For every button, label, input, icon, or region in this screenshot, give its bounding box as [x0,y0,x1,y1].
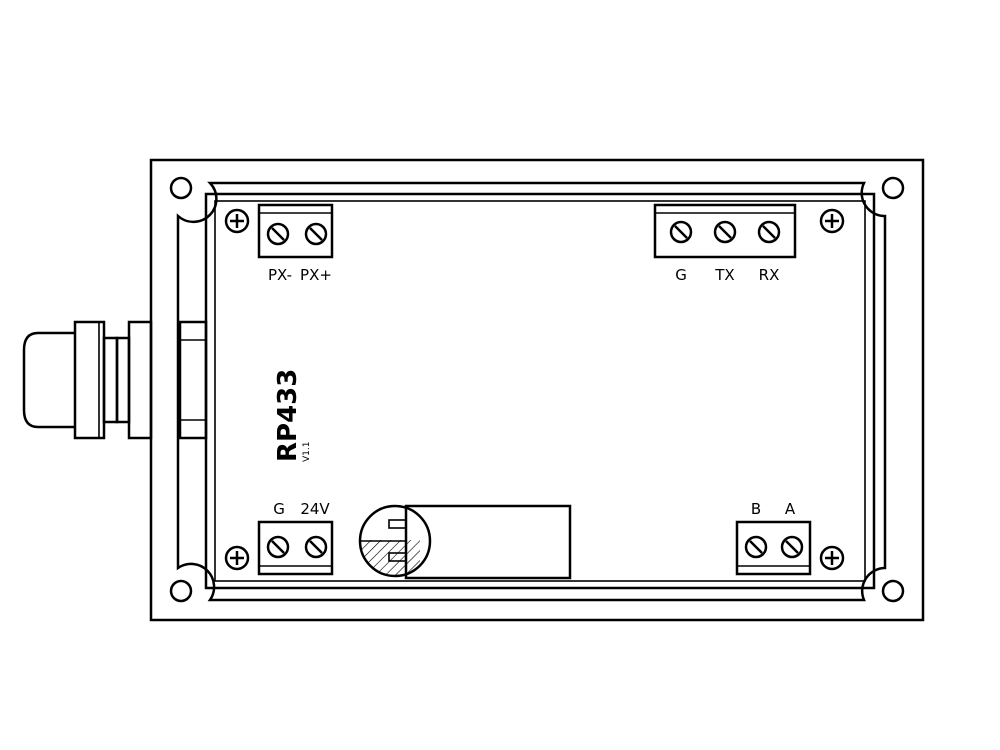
terminal-block-power [257,520,334,576]
mount-screw-icon [819,208,845,234]
terminal-label-g-power: G [273,500,285,518]
cable-gland [22,320,208,440]
corner-screw-icon [169,579,193,603]
terminal-label-24v: 24V [300,500,330,518]
board-title: RP433 [273,369,303,462]
terminal-label-px-minus: PX- [268,266,292,284]
antenna-component [358,504,572,580]
corner-screw-icon [881,579,905,603]
board-version: V1.1 [302,442,312,462]
screw-terminal-icon[interactable] [780,535,804,559]
screw-terminal-icon[interactable] [266,222,290,246]
mount-screw-icon [224,545,250,571]
screw-terminal-icon[interactable] [266,535,290,559]
screw-terminal-icon[interactable] [304,535,328,559]
enclosure-outline [149,158,925,622]
mount-screw-icon [819,545,845,571]
terminal-block-px [257,203,334,259]
screw-terminal-icon[interactable] [713,220,737,244]
terminal-label-g: G [675,266,687,284]
terminal-label-b: B [751,500,761,518]
screw-terminal-icon[interactable] [757,220,781,244]
screw-terminal-icon[interactable] [744,535,768,559]
screw-terminal-icon[interactable] [669,220,693,244]
terminal-label-a: A [785,500,796,518]
terminal-block-uart [653,203,797,259]
pcb-board [204,192,876,590]
terminal-label-rx: RX [759,266,780,284]
terminal-label-px-plus: PX+ [300,266,332,284]
terminal-block-rs485 [735,520,812,576]
screw-terminal-icon[interactable] [304,222,328,246]
terminal-label-tx: TX [714,266,734,284]
corner-screw-icon [169,176,193,200]
pcb-inner-edge [214,200,866,582]
corner-screw-icon [881,176,905,200]
mount-screw-icon [224,208,250,234]
